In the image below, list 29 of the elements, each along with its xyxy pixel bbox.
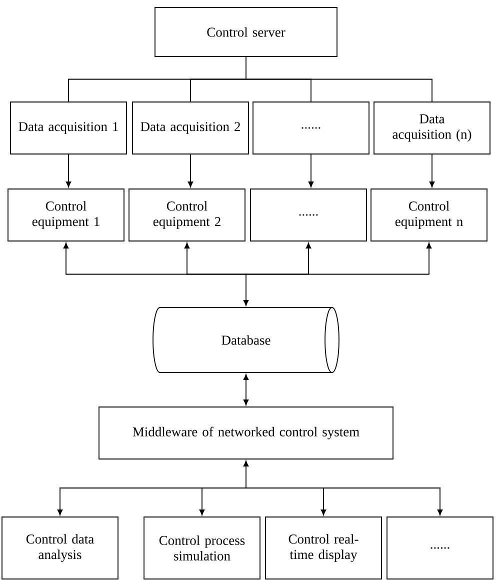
process-box: Middleware of networked control system xyxy=(98,406,394,460)
process-box: ...... xyxy=(252,102,370,154)
arrow xyxy=(243,274,249,306)
connector-line xyxy=(190,78,246,102)
arrow xyxy=(246,242,432,275)
process-box: ...... xyxy=(250,188,367,242)
arrow xyxy=(308,154,314,188)
process-box: Control real-time display xyxy=(265,516,382,580)
process-box: Control data analysis xyxy=(2,516,118,580)
process-box: ...... xyxy=(386,516,494,580)
process-box: Data acquisition 2 xyxy=(132,102,249,154)
arrow xyxy=(199,488,246,516)
process-box: Data acquisition 1 xyxy=(10,102,127,154)
node-label: Database xyxy=(222,335,270,345)
arrow xyxy=(243,460,249,488)
arrow xyxy=(243,374,249,406)
process-box: Data acquisition (n) xyxy=(374,102,490,154)
process-box: Control equipment 2 xyxy=(128,188,246,242)
process-box: Control server xyxy=(154,7,338,57)
arrow xyxy=(429,154,435,188)
process-box: Control equipment n xyxy=(370,188,488,242)
arrow xyxy=(246,488,443,516)
process-box: Control equipment 1 xyxy=(8,188,124,242)
connector-line xyxy=(246,78,432,102)
arrow xyxy=(188,154,194,188)
arrow xyxy=(184,242,246,275)
arrow xyxy=(66,154,72,188)
database-cylinder: Database xyxy=(152,307,340,373)
process-box: Control process simulation xyxy=(144,516,260,580)
